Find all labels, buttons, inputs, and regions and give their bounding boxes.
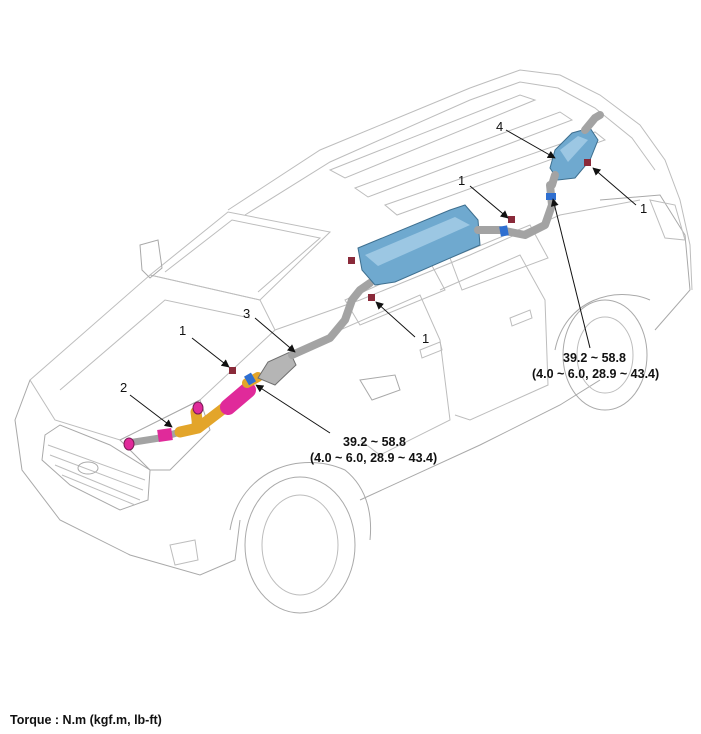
tail-pipe [581, 111, 604, 134]
hood-crease [59, 299, 251, 391]
leader-c4 [505, 129, 556, 159]
callout-labels: 1 1 1 1 2 3 4 [120, 119, 647, 395]
hanger-front [229, 367, 236, 374]
rear-wheel-inner [576, 316, 634, 394]
leader-lines [129, 129, 637, 434]
leader-c1d [592, 167, 637, 206]
exhaust-system [123, 111, 604, 451]
fog-lamp [169, 539, 199, 566]
callout-label-c3: 3 [243, 306, 250, 321]
front-wheel [244, 476, 356, 614]
manifold-flange-right [192, 401, 204, 415]
rear-muffler-inlet [548, 171, 559, 189]
door-handle-rear [509, 309, 533, 327]
grille-bars [47, 444, 146, 506]
door-handle-front [419, 341, 443, 359]
leader-c1b [375, 301, 416, 338]
callout-label-c1c: 1 [458, 173, 465, 188]
callout-label-c4: 4 [496, 119, 503, 134]
callout-label-c1a: 1 [179, 323, 186, 338]
callout-label-c1b: 1 [422, 331, 429, 346]
front-door [339, 294, 451, 456]
muffler-to-rear-pipe [474, 181, 556, 239]
hanger-muffler-front [348, 257, 355, 264]
roof-outline [227, 69, 693, 291]
rear-joint-clamp [546, 193, 556, 200]
emblem [77, 461, 99, 475]
torque-rear-units: (4.0 ~ 6.0, 28.9 ~ 43.4) [532, 367, 659, 381]
rear-lamp [649, 199, 686, 241]
center-muffler-highlight [365, 217, 470, 266]
callout-label-c1d: 1 [640, 201, 647, 216]
rear-wheel-arch [554, 293, 651, 351]
vehicle-outline [14, 69, 693, 614]
torque-spec-rear: 39.2 ~ 58.8 (4.0 ~ 6.0, 28.9 ~ 43.4) [532, 351, 659, 381]
rear-door [439, 254, 549, 421]
torque-units-note: Torque : N.m (kgf.m, lb-ft) [10, 713, 162, 727]
roof-rail-3 [384, 131, 607, 216]
windshield-inner [164, 219, 322, 293]
side-mirror-left [139, 239, 163, 279]
hanger-rear [584, 159, 591, 166]
rear-muffler-highlight [560, 136, 588, 162]
side-sill [359, 379, 601, 501]
center-joint-clamp [499, 225, 509, 237]
side-body-top [274, 199, 641, 331]
front-fascia [14, 379, 241, 576]
rear-wheel [562, 299, 648, 411]
leader-c2 [129, 394, 173, 428]
grille [41, 424, 151, 511]
windshield [148, 211, 332, 301]
front-joint-clamp [244, 372, 256, 386]
hanger-muffler-rear [368, 294, 375, 301]
flex-pipe-left [157, 428, 173, 442]
hood [29, 274, 276, 441]
leader-torque-rear [550, 198, 591, 349]
torque-front-units: (4.0 ~ 6.0, 28.9 ~ 43.4) [310, 451, 437, 465]
leader-c1a [191, 337, 230, 368]
torque-rear-value: 39.2 ~ 58.8 [563, 351, 626, 365]
torque-spec-front: 39.2 ~ 58.8 (4.0 ~ 6.0, 28.9 ~ 43.4) [310, 435, 437, 465]
front-wheel-inner [261, 494, 339, 596]
center-pipe [288, 279, 374, 359]
manifold-flange-left [123, 437, 135, 451]
flex-pipe-main [220, 382, 256, 415]
rear-quarter [599, 194, 691, 331]
side-mirror [359, 374, 401, 401]
roof-inner [244, 81, 656, 216]
torque-front-value: 39.2 ~ 58.8 [343, 435, 406, 449]
roof-rail-2 [353, 111, 574, 198]
roof-rail-1 [328, 94, 537, 179]
hanger-center [508, 216, 515, 223]
headlamp [119, 399, 211, 471]
callout-label-c2: 2 [120, 380, 127, 395]
leader-torque-front [255, 384, 331, 434]
front-wheel-arch [229, 462, 372, 541]
leader-c3 [254, 317, 296, 353]
leader-c1c [469, 185, 509, 219]
